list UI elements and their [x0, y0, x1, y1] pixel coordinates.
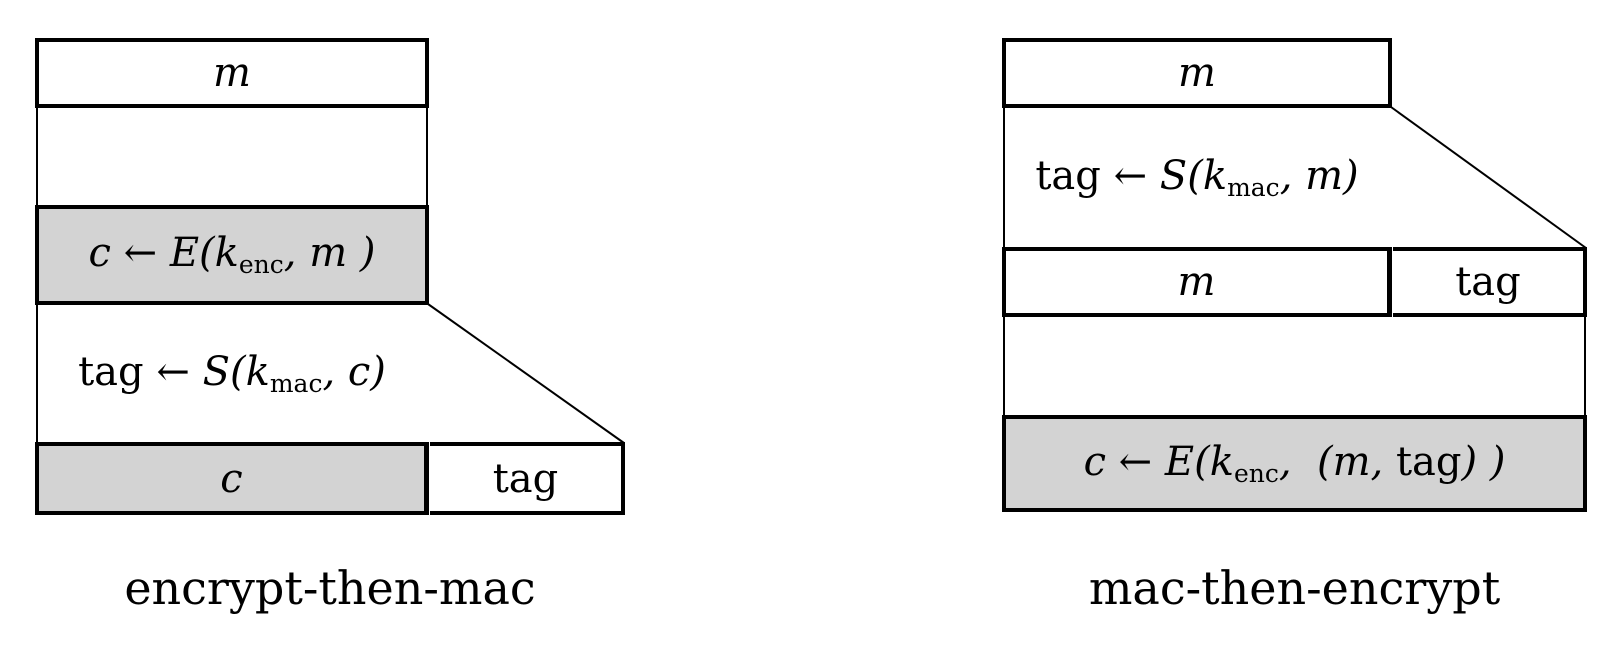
mte-payload-message-label: m — [1177, 259, 1216, 305]
mte-payload-message-box: m — [1002, 247, 1392, 317]
etm-output-tag-box: tag — [430, 442, 625, 515]
mte-payload-tag-label: tag — [1455, 259, 1521, 305]
mte-message-label: m — [1178, 50, 1216, 96]
mte-diagonal-expansion — [1390, 106, 1587, 249]
mte-caption: mac-then-encrypt — [1088, 561, 1501, 615]
etm-output-cipher-box: c — [35, 442, 429, 515]
etm-caption: encrypt-then-mac — [124, 561, 536, 615]
mte-message-box: m — [1002, 38, 1392, 108]
etm-diagonal-expansion — [427, 303, 625, 444]
etm-mac-formula: tag ← S(kmac, c) — [78, 348, 386, 398]
etm-message-box: m — [35, 38, 429, 108]
etm-encrypt-formula: c ← E(kenc, m ) — [88, 230, 376, 279]
etm-encrypt-box: c ← E(kenc, m ) — [35, 205, 429, 305]
mte-encrypt-box: c ← E(kenc, (m, tag) ) — [1002, 415, 1587, 512]
mte-encrypt-formula: c ← E(kenc, (m, tag) ) — [1083, 438, 1506, 488]
etm-mac-step: tag ← S(kmac, c) — [35, 305, 429, 442]
etm-output-tag-label: tag — [492, 455, 559, 502]
mte-mac-formula: tag ← S(kmac, m) — [1035, 152, 1359, 202]
mte-payload-tag-box: tag — [1393, 247, 1587, 317]
mte-mac-step: tag ← S(kmac, m) — [1002, 108, 1392, 247]
etm-message-label: m — [213, 50, 251, 96]
etm-output-cipher-label: c — [220, 455, 243, 502]
